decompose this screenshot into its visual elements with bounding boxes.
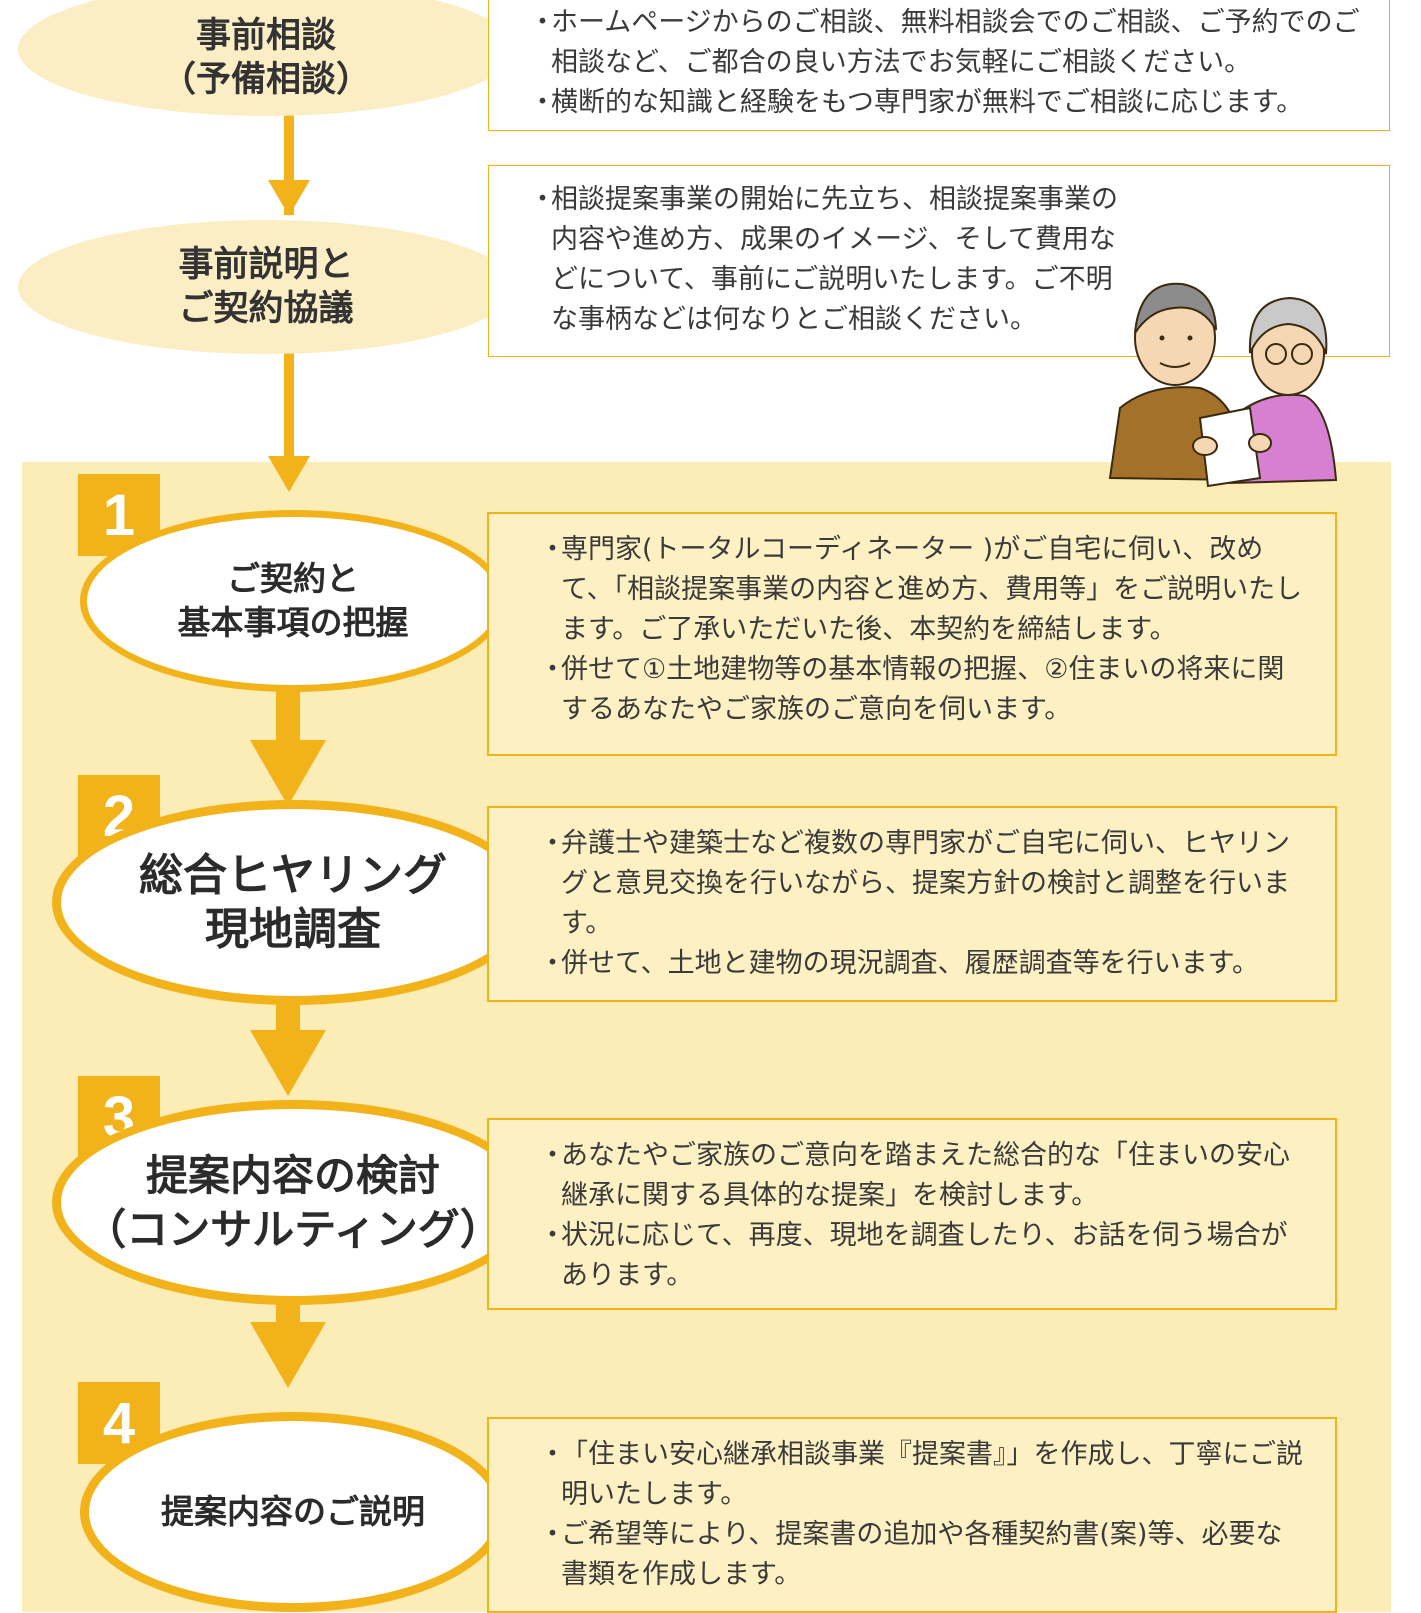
down-arrow-icon: [268, 456, 310, 492]
step-title-line: ご契約と: [227, 559, 359, 598]
step-3-box: ・あなたやご家族のご意向を踏まえた総合的な「住まいの安心継承に関する具体的な提案…: [487, 1118, 1337, 1310]
bullet-item: ・弁護士や建築士など複数の専門家がご自宅に伺い、ヒヤリングと意見交換を行いながら…: [539, 828, 1290, 939]
step-title-line: 提案内容のご説明: [161, 1492, 425, 1531]
pre-step-consultation-box: ・ホームページからのご相談、無料相談会でのご相談、ご予約でのご相談など、ご都合の…: [488, 0, 1390, 131]
bullet-item: ・「住まい安心継承相談事業『提案書』」を作成し、丁寧にご説明いたします。: [539, 1439, 1303, 1510]
step-4-ellipse: 提案内容のご説明: [80, 1412, 506, 1612]
bullet-item: ・相談提案事業の開始に先立ち、相談提案事業の内容や進め方、成果のイメージ、そして…: [529, 184, 1118, 335]
pre-step-title-line: 事前説明と: [178, 245, 354, 285]
bullet-item: ・併せて、土地と建物の現況調査、履歴調査等を行います。: [539, 948, 1259, 979]
connector-line: [284, 95, 294, 215]
step-2-ellipse: 総合ヒヤリング 現地調査: [52, 800, 534, 1005]
step-3-ellipse: 提案内容の検討 （コンサルティング）: [52, 1100, 534, 1305]
down-arrow-icon: [250, 1322, 326, 1388]
connector-line: [284, 320, 294, 470]
pre-step-title-line: （予備相談）: [160, 60, 371, 100]
pre-step-title-line: 事前相談: [195, 16, 336, 56]
elderly-couple-illustration: [1108, 282, 1338, 488]
step-4-box: ・「住まい安心継承相談事業『提案書』」を作成し、丁寧にご説明いたします。 ・ご希…: [487, 1417, 1337, 1613]
down-arrow-icon: [250, 1030, 326, 1096]
bullet-item: ・あなたやご家族のご意向を踏まえた総合的な「住まいの安心継承に関する具体的な提案…: [539, 1140, 1290, 1211]
bullet-item: ・状況に応じて、再度、現地を調査したり、お話を伺う場合があります。: [539, 1220, 1288, 1291]
pre-step-consultation-ellipse: 事前相談 （予備相談）: [18, 0, 514, 116]
bullet-item: ・ご希望等により、提案書の追加や各種契約書(案)等、必要な書類を作成します。: [539, 1519, 1283, 1590]
bullet-item: ・併せて①土地建物等の基本情報の把握、②住まいの将来に関するあなたやご家族のご意…: [539, 654, 1285, 725]
step-1-box: ・専門家(トータルコーディネーター )がご自宅に伺い、改めて、「相談提案事業の内…: [487, 512, 1337, 756]
bullet-item: ・専門家(トータルコーディネーター )がご自宅に伺い、改めて、「相談提案事業の内…: [539, 534, 1303, 645]
step-title-line: 提案内容の検討: [145, 1150, 440, 1200]
step-title-line: 基本事項の把握: [177, 603, 409, 642]
down-arrow-icon: [268, 180, 310, 216]
bullet-item: ・ホームページからのご相談、無料相談会でのご相談、ご予約でのご相談など、ご都合の…: [529, 7, 1360, 78]
step-title-line: （コンサルティング）: [84, 1204, 502, 1254]
down-arrow-icon: [250, 740, 326, 806]
step-1-ellipse: ご契約と 基本事項の把握: [80, 510, 506, 692]
bullet-item: ・横断的な知識と経験をもつ専門家が無料でご相談に応じます。: [529, 87, 1304, 118]
step-2-box: ・弁護士や建築士など複数の専門家がご自宅に伺い、ヒヤリングと意見交換を行いながら…: [487, 806, 1337, 1002]
pre-step-explanation-ellipse: 事前説明と ご契約協議: [18, 220, 514, 354]
step-number-badge: 1: [78, 474, 160, 556]
pre-step-title-line: ご契約協議: [178, 289, 354, 329]
pre-step-explanation-box: ・相談提案事業の開始に先立ち、相談提案事業の内容や進め方、成果のイメージ、そして…: [488, 165, 1390, 357]
step-title-line: 総合ヒヤリング: [139, 849, 447, 901]
step-title-line: 現地調査: [205, 903, 381, 955]
